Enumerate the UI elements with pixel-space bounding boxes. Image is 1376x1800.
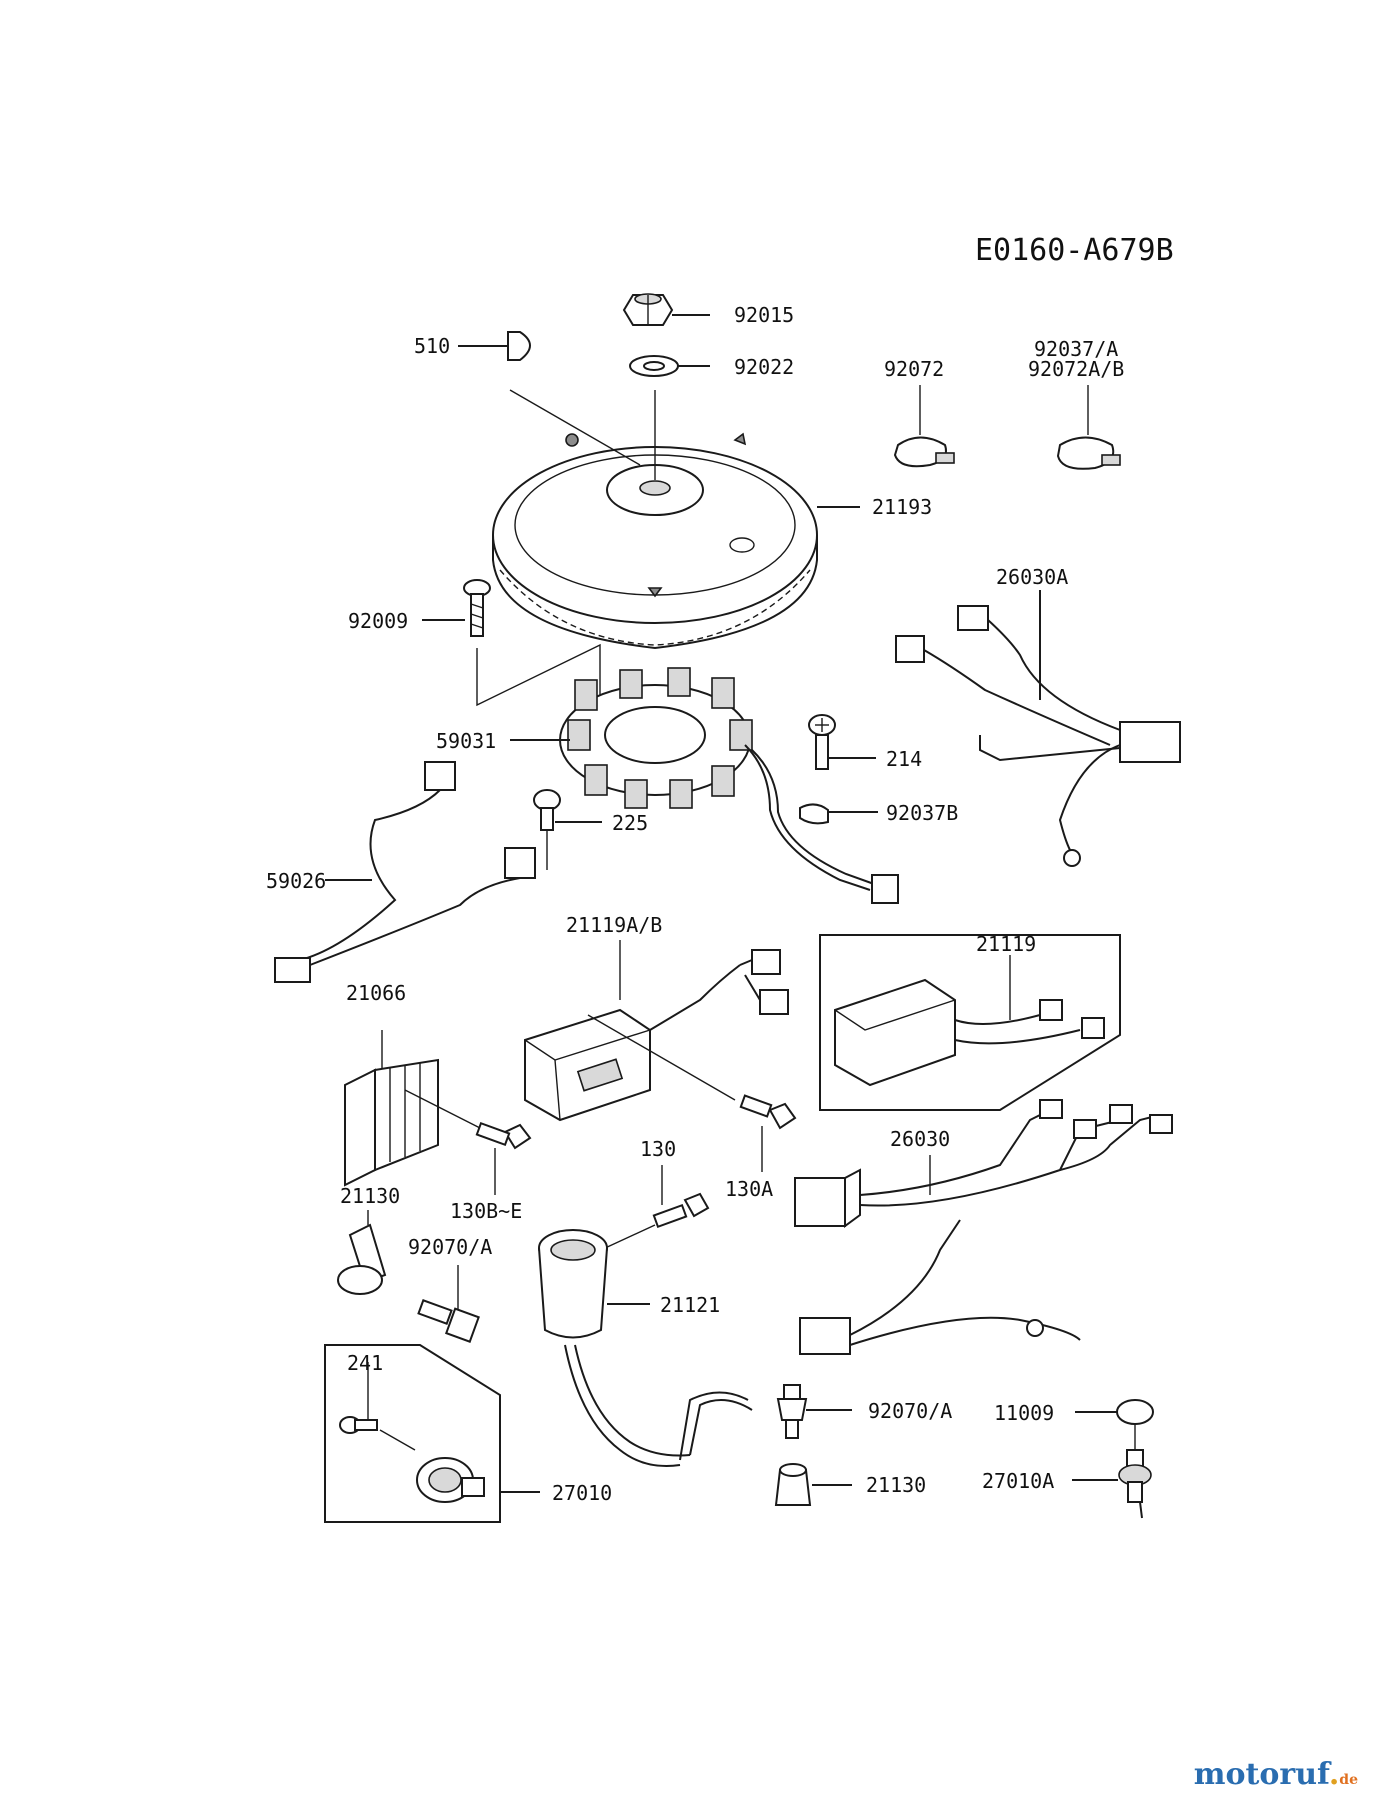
label-59026: 59026	[266, 869, 326, 893]
diagram-code: E0160-A679B	[975, 233, 1174, 268]
label-21119ab: 21119A/B	[566, 913, 662, 937]
label-59031: 59031	[436, 729, 496, 753]
label-21119: 21119	[976, 932, 1036, 956]
bolt-92009	[422, 579, 601, 707]
plug-cap-21130-left	[337, 1210, 387, 1295]
label-92009: 92009	[348, 609, 408, 633]
label-26030: 26030	[890, 1127, 950, 1151]
label-92022: 92022	[734, 355, 794, 379]
label-92072ab: 92072A/B	[1028, 357, 1124, 381]
label-510: 510	[414, 334, 450, 358]
stator-59031	[510, 667, 899, 904]
label-130be: 130B~E	[450, 1199, 522, 1223]
bolt-130a	[739, 1094, 797, 1172]
label-26030a: 26030A	[996, 565, 1068, 589]
label-92037b: 92037B	[886, 801, 958, 825]
harness-26030	[794, 1099, 1173, 1355]
watermark: motoruf.de	[1193, 1757, 1358, 1792]
label-21066: 21066	[346, 981, 406, 1005]
ignition-coil-21121	[538, 1229, 753, 1467]
plug-92070a-right	[776, 1384, 852, 1439]
bolt-130be	[475, 1121, 532, 1195]
screw-225	[533, 789, 602, 870]
plug-cap-21130-right	[774, 1463, 852, 1506]
clamp-92072	[893, 385, 955, 468]
bolt-130	[589, 1165, 710, 1256]
sensor-27010a	[1072, 1449, 1152, 1519]
flywheel-21193	[492, 389, 860, 650]
label-225: 225	[612, 811, 648, 835]
screw-214	[808, 714, 876, 770]
label-27010: 27010	[552, 1481, 612, 1505]
sensor-27010-box	[324, 1344, 540, 1523]
label-92070a-right: 92070/A	[868, 1399, 952, 1423]
key-510	[458, 331, 531, 361]
nut-92015	[622, 293, 710, 326]
label-11009: 11009	[994, 1401, 1054, 1425]
label-214: 214	[886, 747, 922, 771]
cdi-21119-box	[819, 934, 1121, 1111]
label-241: 241	[347, 1351, 383, 1375]
label-21121: 21121	[660, 1293, 720, 1317]
label-92037a: 92037/A	[1034, 337, 1118, 361]
washer-11009	[1075, 1399, 1154, 1450]
harness-59026	[274, 761, 536, 983]
harness-26030a	[895, 590, 1181, 867]
clamp-92037a	[1056, 385, 1121, 470]
label-27010a: 27010A	[982, 1469, 1054, 1493]
label-130: 130	[640, 1137, 676, 1161]
regulator-21066	[344, 1030, 481, 1187]
label-21130-right: 21130	[866, 1473, 926, 1497]
washer-92022	[629, 355, 710, 377]
label-92070a-left: 92070/A	[408, 1235, 492, 1259]
label-92072: 92072	[884, 357, 944, 381]
label-92015: 92015	[734, 303, 794, 327]
label-21130-left: 21130	[340, 1184, 400, 1208]
clamp-92037b	[799, 803, 878, 825]
label-21193: 21193	[872, 495, 932, 519]
label-130a: 130A	[725, 1177, 773, 1201]
cdi-21119ab	[524, 940, 789, 1122]
watermark-tld: de	[1339, 1772, 1358, 1788]
watermark-brand: motoruf	[1193, 1757, 1329, 1792]
plug-92070a-left	[417, 1265, 480, 1343]
